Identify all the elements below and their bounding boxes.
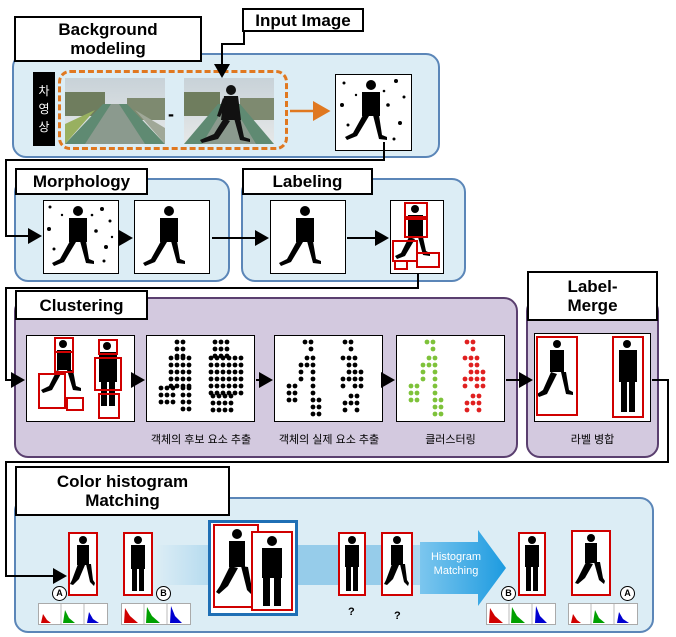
label-merge-title: Label- Merge xyxy=(527,271,658,321)
marker-a-right: A xyxy=(620,586,635,601)
actual-elements-image xyxy=(274,335,383,422)
result-person-a xyxy=(571,530,611,596)
query-person-2 xyxy=(381,532,413,596)
morphology-input-image xyxy=(43,200,119,274)
caption-candidate: 객체의 후보 요소 추출 xyxy=(150,434,252,446)
histogram-matching-arrow: Histogram Matching xyxy=(420,530,506,606)
clustering-title: Clustering xyxy=(15,290,148,320)
input-photo xyxy=(184,78,274,144)
person-a-crop xyxy=(68,532,98,596)
histogram-matching-label: Histogram Matching xyxy=(430,551,482,577)
minus-sign: - xyxy=(168,104,174,124)
color-histogram-title: Color histogram Matching xyxy=(15,466,230,516)
caption-clustering: 클러스터링 xyxy=(425,434,476,446)
caption-merge: 라벨 병합 xyxy=(570,434,615,446)
question-mark-1: ? xyxy=(348,606,355,618)
morphology-output-image xyxy=(134,200,210,274)
query-person-1 xyxy=(338,532,366,596)
selected-person-b xyxy=(251,531,293,611)
clustered-elements-image xyxy=(396,335,505,422)
foreground-mask-image xyxy=(335,74,412,151)
background-photo xyxy=(65,78,165,144)
histogram-b-left xyxy=(121,603,191,625)
candidate-elements-image xyxy=(146,335,255,422)
caption-actual: 객체의 실제 요소 추출 xyxy=(278,434,380,446)
labeling-output-image xyxy=(390,200,444,274)
person-b-crop xyxy=(123,532,153,596)
labeling-title: Labeling xyxy=(242,168,373,195)
labeling-input-image xyxy=(270,200,346,274)
result-person-b xyxy=(518,532,546,596)
merged-labels-image xyxy=(534,333,651,422)
background-modeling-title: Background modeling xyxy=(14,16,202,62)
morphology-title: Morphology xyxy=(15,168,148,195)
histogram-b-right xyxy=(486,603,556,625)
input-image-title: Input Image xyxy=(242,8,364,32)
histogram-a-left xyxy=(38,603,108,625)
marker-a-left: A xyxy=(52,586,67,601)
clustering-label-boxes-image xyxy=(26,335,135,422)
marker-b-right: B xyxy=(501,586,516,601)
histogram-a-right xyxy=(568,603,638,625)
marker-b-left: B xyxy=(156,586,171,601)
difference-image-tab: 차 영 상 xyxy=(33,72,55,146)
question-mark-2: ? xyxy=(394,610,401,622)
